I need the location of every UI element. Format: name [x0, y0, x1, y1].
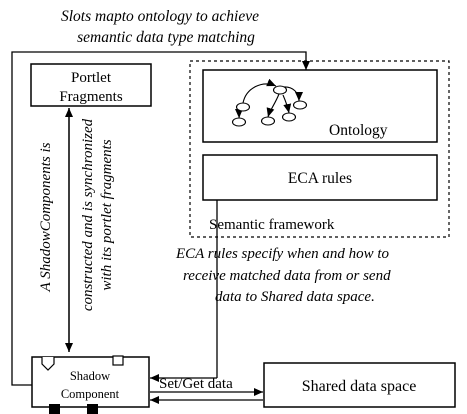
- shadow-component-label-1: Shadow: [70, 369, 110, 383]
- portlet-fragments-label-1: Portlet: [71, 70, 112, 86]
- eca-rules-label: ECA rules: [288, 170, 352, 187]
- ontology-label: Ontology: [329, 122, 388, 139]
- ontology-graph-icon: [231, 78, 308, 127]
- vertical-annotation-line-3: with its portlet fragments: [99, 139, 115, 290]
- semantic-framework-label: Semantic framework: [209, 217, 335, 233]
- shadow-component-bottom-port-left: [49, 404, 60, 414]
- vertical-annotation-line-1: A ShadowComponents is: [38, 142, 54, 292]
- shadow-component-input-port: [41, 357, 55, 371]
- eca-annotation-line-2: receive matched data from or send: [183, 268, 391, 284]
- shadow-component-top-port: [112, 355, 124, 366]
- eca-rules-box: [202, 154, 438, 201]
- eca-annotation-line-3: data to Shared data space.: [215, 289, 375, 305]
- shared-data-space-box: [263, 362, 456, 408]
- shadow-component-bottom-port-right: [87, 404, 98, 414]
- portlet-fragments-box: [30, 63, 152, 107]
- top-annotation-line-1: Slots mapto ontology to achieve: [61, 8, 259, 25]
- slot-mapping-connector: [11, 51, 310, 386]
- set-get-data-label: Set/Get data: [159, 376, 233, 392]
- top-annotation-line-2: semantic data type matching: [77, 29, 255, 46]
- semantic-framework-container: [189, 60, 450, 238]
- portlet-fragments-label-2: Fragments: [59, 89, 122, 105]
- shadow-component-label-2: Component: [61, 387, 120, 401]
- eca-annotation-line-1: ECA rules specify when and how to: [175, 246, 390, 262]
- vertical-annotation-line-2: constructed and is synchronized: [80, 118, 96, 311]
- shared-data-space-label: Shared data space: [302, 378, 417, 395]
